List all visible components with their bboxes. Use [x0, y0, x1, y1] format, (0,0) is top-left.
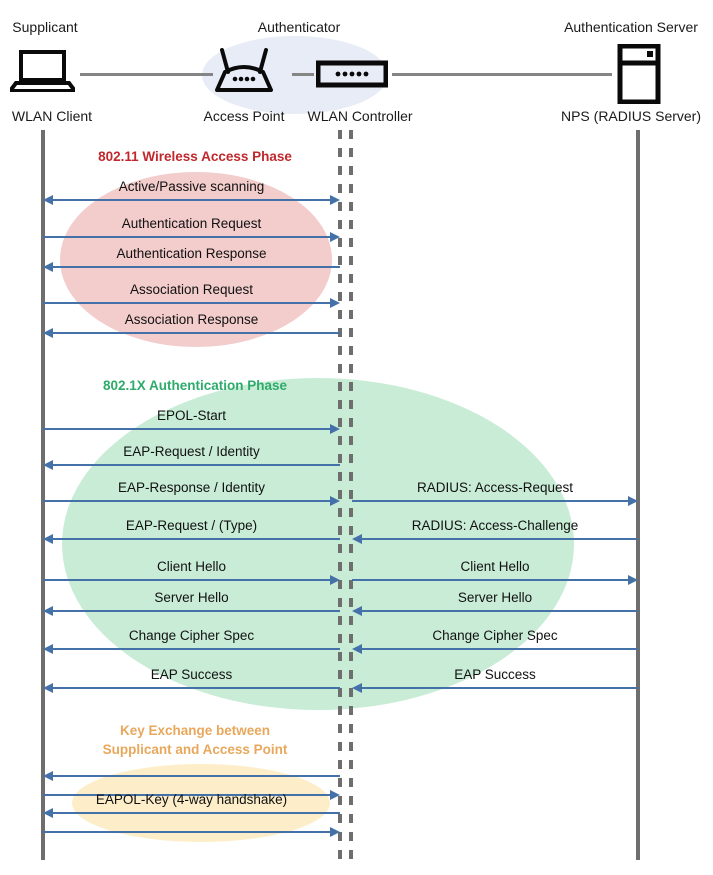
- message-label: EAPOL-Key (4-way handshake): [95, 792, 288, 807]
- message-arrow-line: [51, 538, 340, 540]
- message-label: EAP-Request / (Type): [125, 518, 258, 533]
- arrow-head-left-icon: [352, 534, 362, 544]
- device-label-wlan-controller: WLAN Controller: [307, 108, 413, 124]
- message-label: EAP Success: [150, 667, 233, 682]
- arrow-head-right-icon: [330, 496, 340, 506]
- connector-wlc-to-nps: [392, 73, 612, 76]
- arrow-head-right-icon: [330, 232, 340, 242]
- message-label: Client Hello: [156, 559, 227, 574]
- message-label: Server Hello: [457, 590, 533, 605]
- message-arrow-line: [51, 775, 340, 777]
- arrow-head-left-icon: [352, 606, 362, 616]
- arrow-head-left-icon: [43, 328, 53, 338]
- message-arrow-line: [51, 266, 340, 268]
- lifeline-access-point: [338, 130, 342, 860]
- message-arrow-line: [43, 500, 332, 502]
- message-arrow-line: [352, 500, 630, 502]
- phase-title-dot1x-authentication: 802.1X Authentication Phase: [102, 378, 288, 393]
- arrow-head-right-icon: [330, 827, 340, 837]
- phase-ellipse-wireless-access: [60, 172, 332, 347]
- phase-ellipse-dot1x-authentication: [62, 378, 574, 710]
- arrow-head-right-icon: [330, 790, 340, 800]
- message-label: Association Response: [124, 312, 259, 327]
- arrow-head-left-icon: [43, 808, 53, 818]
- server-rack-icon: [617, 43, 661, 105]
- role-label-authenticator: Authenticator: [257, 19, 341, 35]
- message-label: EPOL-Start: [156, 408, 227, 423]
- message-arrow-line: [43, 794, 332, 796]
- message-arrow-line: [43, 831, 332, 833]
- message-arrow-line: [51, 648, 340, 650]
- message-label: Change Cipher Spec: [128, 628, 255, 643]
- message-arrow-line: [51, 332, 340, 334]
- message-label: RADIUS: Access-Challenge: [411, 518, 579, 533]
- role-label-supplicant: Supplicant: [12, 19, 78, 35]
- message-label: EAP Success: [454, 667, 536, 682]
- message-arrow-line: [360, 687, 638, 689]
- lifeline-nps: [636, 130, 640, 860]
- arrow-head-left-icon: [43, 644, 53, 654]
- controller-icon: [315, 60, 389, 88]
- arrow-head-left-icon: [43, 460, 53, 470]
- arrow-head-left-icon: [43, 606, 53, 616]
- wireless-router-icon: [213, 48, 275, 94]
- message-arrow-line: [360, 610, 638, 612]
- message-arrow-line: [360, 648, 638, 650]
- message-arrow-line: [51, 610, 340, 612]
- arrow-head-right-icon: [330, 195, 340, 205]
- message-arrow-line: [51, 199, 332, 201]
- role-label-authentication-server: Authentication Server: [564, 19, 698, 35]
- message-arrow-line: [43, 302, 332, 304]
- arrow-head-right-icon: [628, 496, 638, 506]
- arrow-head-left-icon: [43, 771, 53, 781]
- message-arrow-line: [352, 579, 630, 581]
- arrow-head-right-icon: [330, 298, 340, 308]
- arrow-head-left-icon: [43, 683, 53, 693]
- message-label: EAP-Response / Identity: [117, 480, 266, 495]
- arrow-head-right-icon: [628, 575, 638, 585]
- message-arrow-line: [51, 812, 340, 814]
- phase-title-wireless-access: 802.11 Wireless Access Phase: [98, 149, 292, 164]
- message-label: Authentication Request: [121, 216, 262, 231]
- arrow-head-left-icon: [352, 683, 362, 693]
- arrow-head-left-icon: [43, 195, 53, 205]
- message-label: Server Hello: [154, 590, 229, 605]
- arrow-head-right-icon: [330, 424, 340, 434]
- message-label: Active/Passive scanning: [118, 179, 265, 194]
- arrow-head-left-icon: [352, 644, 362, 654]
- message-arrow-line: [51, 687, 340, 689]
- message-arrow-line: [360, 538, 638, 540]
- message-label: Association Request: [129, 282, 254, 297]
- message-label: EAP-Request / Identity: [123, 444, 260, 459]
- message-arrow-line: [51, 464, 340, 466]
- device-label-access-point: Access Point: [203, 108, 285, 124]
- arrow-head-left-icon: [43, 534, 53, 544]
- device-label-wlan-client: WLAN Client: [11, 108, 93, 124]
- message-arrow-line: [43, 428, 332, 430]
- phase-title-key-exchange: Key Exchange between Supplicant and Acce…: [102, 723, 288, 757]
- message-label: Client Hello: [460, 559, 530, 574]
- message-arrow-line: [43, 236, 332, 238]
- laptop-icon: [6, 50, 79, 93]
- arrow-head-left-icon: [43, 262, 53, 272]
- message-label: RADIUS: Access-Request: [416, 480, 574, 495]
- device-label-nps-radius-server: NPS (RADIUS Server): [560, 108, 702, 124]
- arrow-head-right-icon: [330, 575, 340, 585]
- message-label: Change Cipher Spec: [432, 628, 558, 643]
- connector-ap-to-wlc: [292, 73, 314, 76]
- message-label: Authentication Response: [116, 246, 267, 261]
- message-arrow-line: [43, 579, 332, 581]
- lifeline-wlan-controller: [349, 130, 353, 860]
- connector-client-to-ap: [80, 73, 213, 76]
- lifeline-supplicant: [41, 130, 45, 860]
- phase-ellipse-key-exchange: [72, 764, 330, 842]
